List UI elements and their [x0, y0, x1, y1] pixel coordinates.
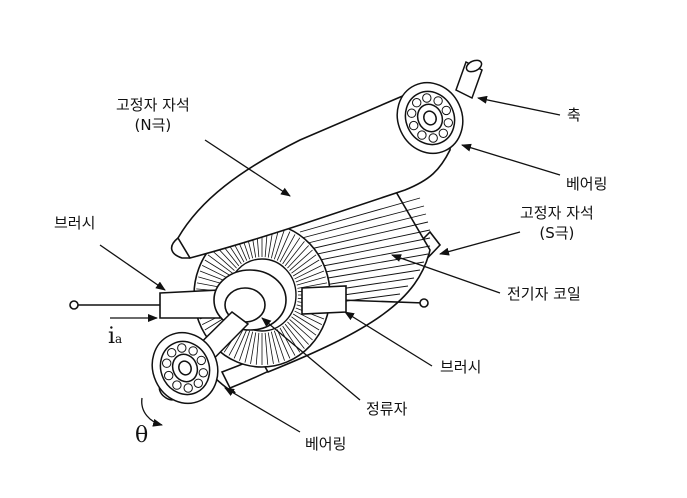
top-bearing [396, 81, 464, 155]
label-bearing-top: 베어링 [566, 175, 608, 193]
brush-assembly [69, 285, 429, 319]
leader-stator-s [439, 231, 521, 256]
label-brush-left: 브러시 [54, 214, 96, 232]
label-stator-magnet-s-line2: (S극) [539, 224, 575, 242]
label-armature-coil: 전기자 코일 [507, 285, 581, 303]
label-stator-magnet-n: 고정자 자석 (N극) [116, 98, 190, 133]
leader-stator-n [204, 139, 291, 197]
label-bearing-bottom: 베어링 [305, 435, 347, 453]
rotation-arrow [141, 397, 163, 427]
leader-commutator [261, 317, 361, 401]
leader-bearing-bottom [224, 387, 301, 433]
leader-coil [391, 254, 501, 294]
label-stator-magnet-s-line1: 고정자 자석 [520, 204, 594, 222]
leader-shaft [477, 95, 561, 116]
label-stator-magnet-n-line2: (N극) [134, 116, 172, 134]
leader-brush-right [344, 311, 433, 367]
label-stator-magnet-s: 고정자 자석 (S극) [520, 206, 594, 241]
top-shaft [455, 59, 483, 100]
label-shaft: 축 [567, 106, 581, 124]
leader-brush-left [99, 244, 166, 291]
label-brush-right: 브러시 [440, 358, 482, 376]
label-theta: θ [135, 423, 149, 448]
leader-bearing-top [461, 143, 561, 176]
label-current: ia [108, 326, 122, 348]
label-commutator: 정류자 [366, 400, 408, 418]
label-current-symbol: i [108, 324, 116, 349]
label-stator-magnet-n-line1: 고정자 자석 [116, 96, 190, 114]
bottom-bearing [151, 331, 219, 405]
label-current-subscript: a [115, 332, 123, 346]
leader-lines [99, 95, 561, 433]
